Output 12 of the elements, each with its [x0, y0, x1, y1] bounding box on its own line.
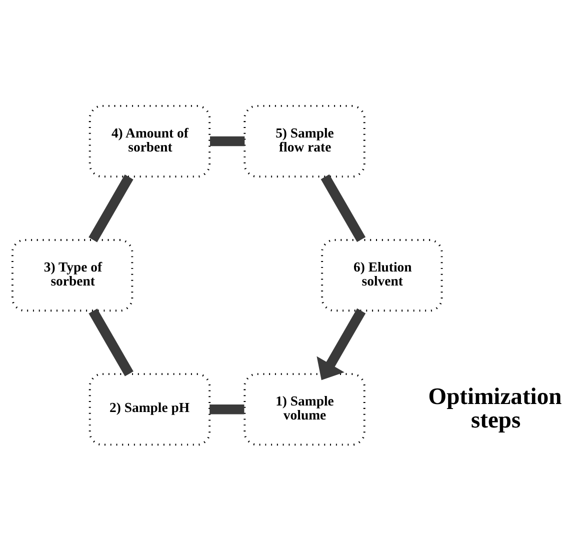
node-box: 6) Elution solvent: [321, 238, 443, 312]
node-box: 2) Sample pH: [88, 372, 211, 446]
arrow: [316, 308, 366, 380]
node-box: 3) Type of sorbent: [11, 238, 134, 312]
node-box: 5) Sample flow rate: [244, 104, 366, 178]
connector: [88, 308, 134, 376]
node-box: 4) Amount of sorbent: [88, 104, 211, 178]
connector: [88, 174, 134, 242]
connector: [320, 174, 366, 242]
node-box: 1) Sample volume: [244, 372, 366, 446]
label: Optimization steps: [428, 384, 562, 434]
connector: [210, 404, 244, 414]
